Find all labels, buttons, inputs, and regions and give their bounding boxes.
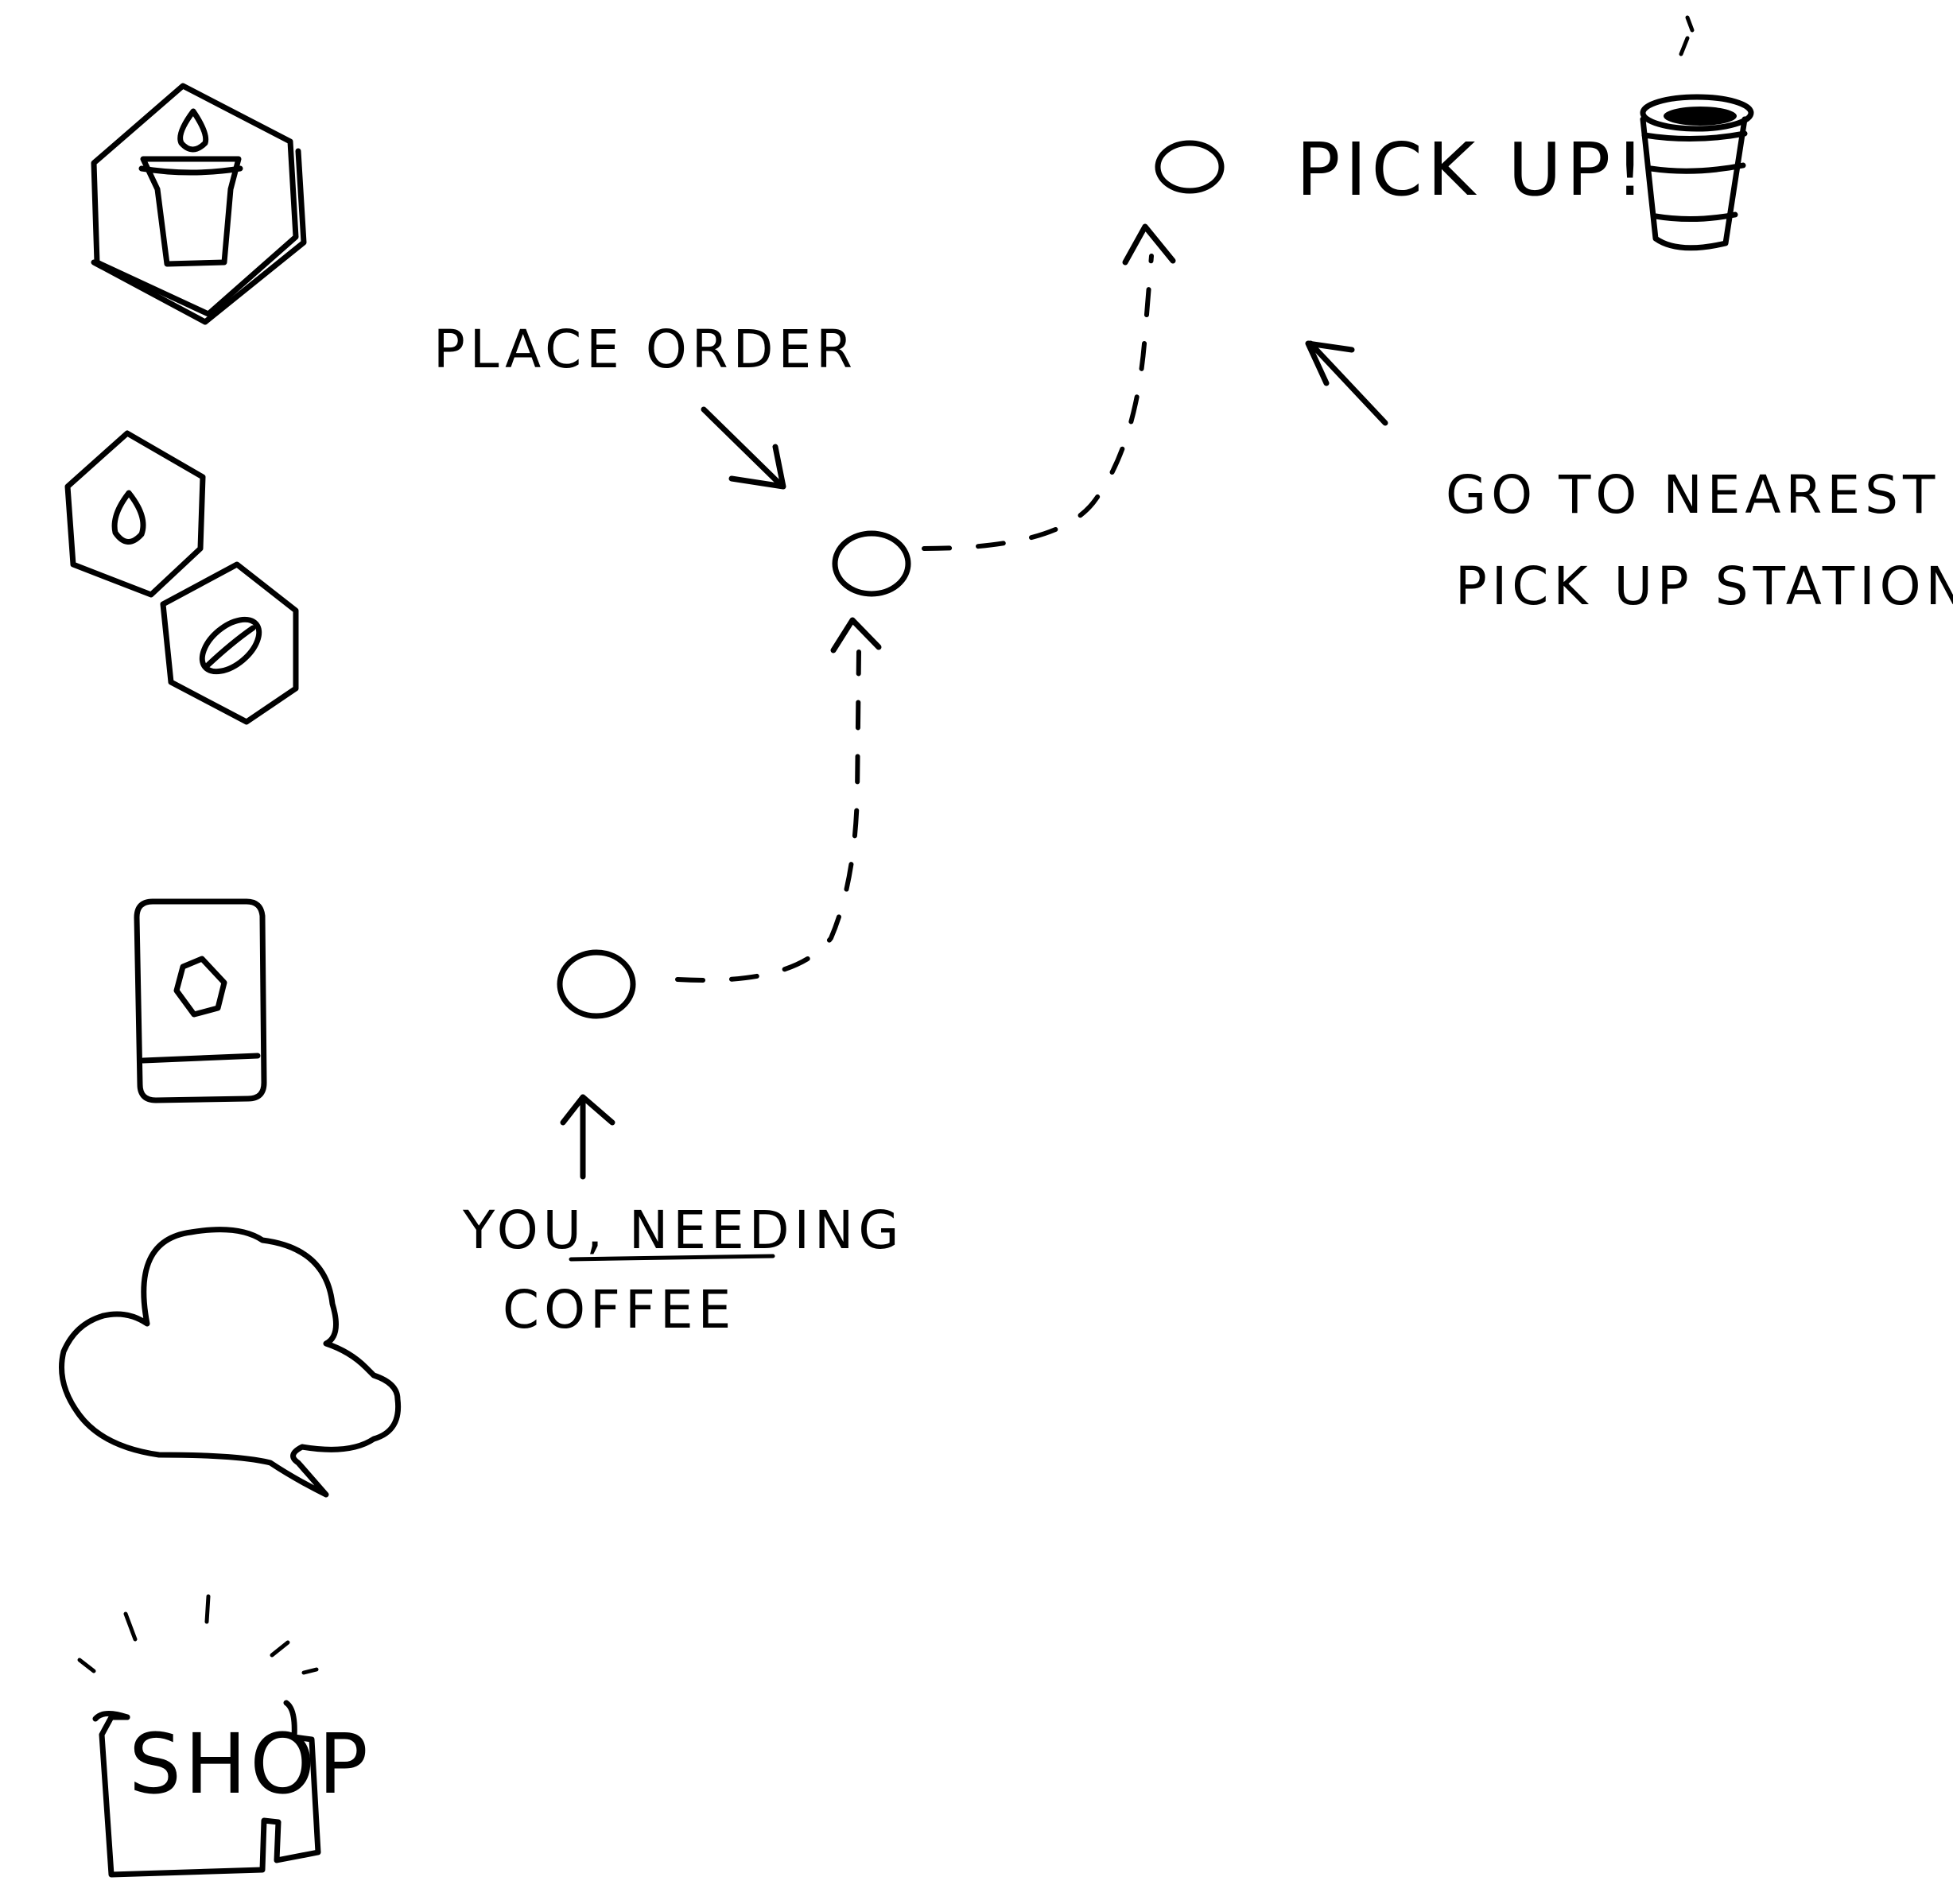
arrowhead-icon	[728, 444, 786, 490]
order-label: PLACE ORDER	[433, 319, 857, 380]
flow-node-order	[832, 530, 911, 597]
arrowhead-icon	[1305, 340, 1355, 386]
arrowhead-up-icon	[1122, 223, 1176, 266]
note-label-line1: GO TO NEAREST	[1446, 464, 1939, 525]
speech-bubble-icon	[59, 1227, 402, 1498]
flow-path-order-to-pickup	[922, 254, 1154, 551]
note-label-line2: PICK UP STATION	[1455, 556, 1953, 617]
hexagon-bean-icon	[160, 561, 299, 725]
flow-node-pickup	[1155, 140, 1225, 194]
note-arrow	[1307, 340, 1388, 426]
flow-node-start	[557, 949, 636, 1019]
phone-app-icon	[134, 898, 267, 1103]
start-label-line2: COFFEE	[503, 1279, 736, 1340]
shop-sign-text: SHOP	[129, 1716, 371, 1813]
start-label-line1: YOU, NEEDING	[462, 1200, 904, 1261]
needing-underline	[569, 1254, 775, 1262]
order-arrow	[701, 406, 782, 487]
pickup-label: PICK UP!	[1296, 127, 1649, 212]
shop-sign-icon: SHOP	[77, 1594, 371, 1878]
arrowhead-up-icon	[830, 617, 882, 653]
hexagon-drop-icon	[64, 430, 206, 598]
arrowhead-up-icon	[560, 1094, 615, 1126]
coffee-cup-icon	[1640, 15, 1754, 251]
flow-path-start-to-order	[675, 650, 861, 983]
hexagon-cup-icon	[91, 83, 307, 325]
